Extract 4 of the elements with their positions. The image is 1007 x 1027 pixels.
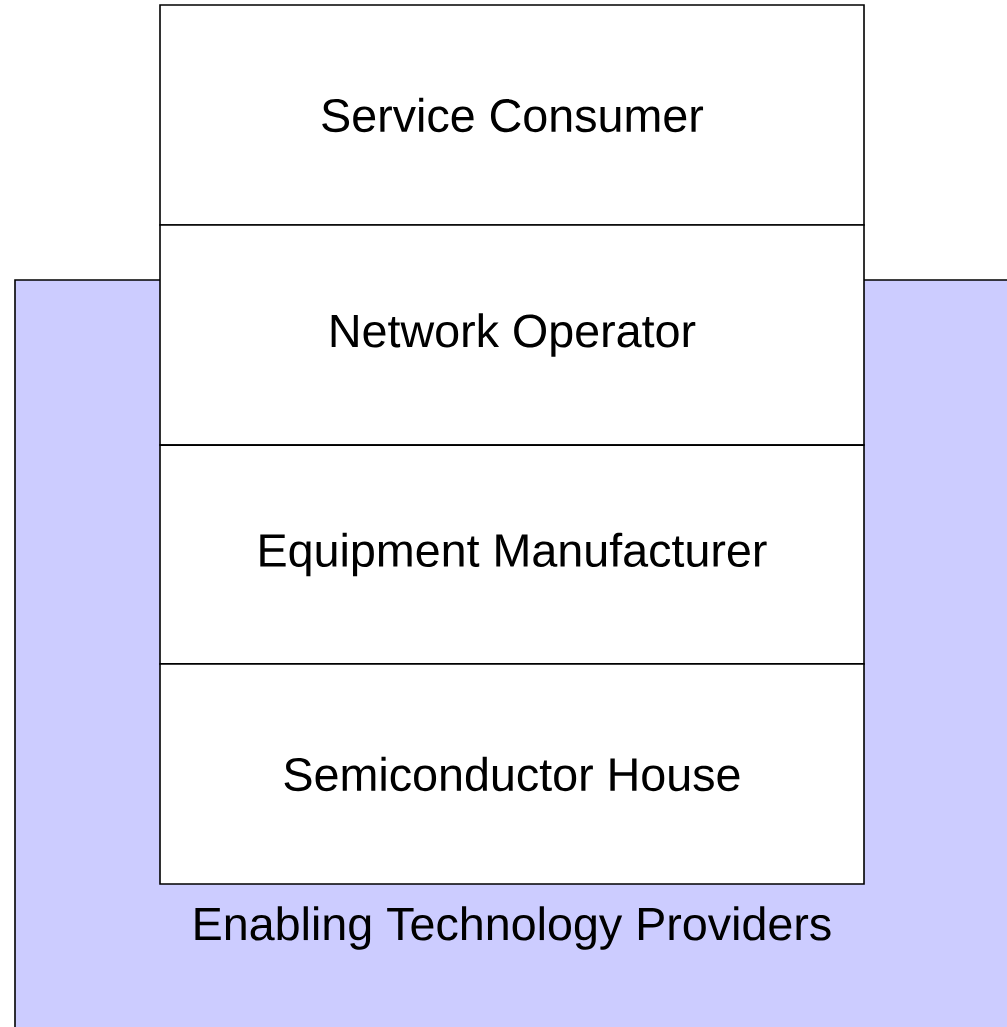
- layer-box: Semiconductor House: [159, 663, 865, 885]
- layer-box: Network Operator: [159, 224, 865, 446]
- layer-box: Service Consumer: [159, 4, 865, 226]
- layer-box: Equipment Manufacturer: [159, 444, 865, 665]
